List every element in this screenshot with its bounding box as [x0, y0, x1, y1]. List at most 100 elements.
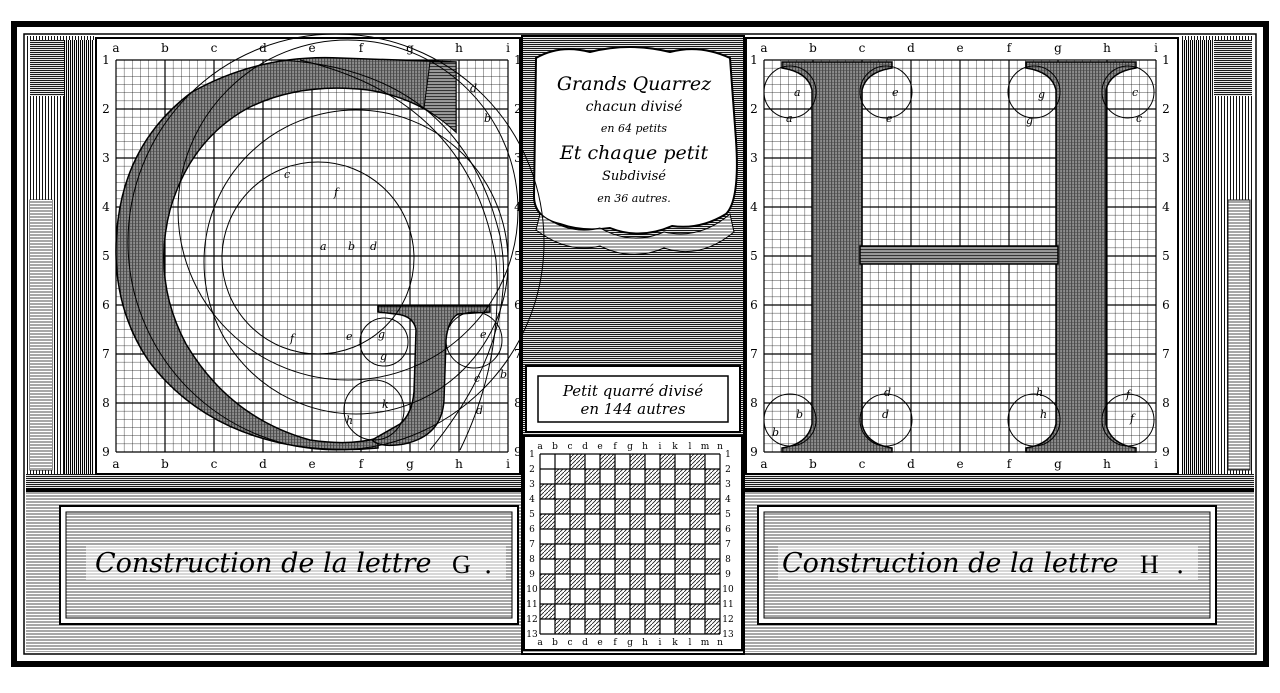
outer-frame: [11, 21, 1269, 667]
checker-cell: [555, 589, 570, 604]
caption-h-letter: H: [1140, 550, 1159, 579]
checker-cell: [615, 499, 630, 514]
construction-mark: a: [320, 240, 327, 253]
checker-cell: [585, 469, 600, 484]
cartouche-small-line-2: en 144 autres: [580, 400, 685, 418]
checker-cell: [690, 484, 705, 499]
cartouche-small-line-1: Petit quarré divisé: [562, 382, 703, 400]
panel-g-row-label-left: 3: [102, 151, 110, 165]
checker-cell: [630, 514, 645, 529]
small-col-label-bottom: l: [689, 638, 692, 648]
small-row-label-right: 1: [725, 450, 731, 460]
panel-g-row-label-right: 5: [514, 249, 522, 263]
construction-mark: d: [884, 386, 891, 399]
small-row-label-left: 6: [529, 525, 535, 535]
checker-cell: [660, 574, 675, 589]
checker-cell: [645, 559, 660, 574]
panel-h-col-label-top: h: [1103, 41, 1111, 55]
small-col-label-bottom: k: [672, 638, 678, 648]
checker-cell: [645, 589, 660, 604]
panel-h-col-label-top: f: [1007, 41, 1013, 55]
checker-cell: [660, 454, 675, 469]
panel-h-row-label-right: 4: [1162, 200, 1170, 214]
cartouche-small: Petit quarré divisé en 144 autres: [525, 365, 741, 433]
panel-h-col-label-top: d: [907, 41, 915, 55]
panel-g-row-label-left: 7: [102, 347, 110, 361]
panel-g-row-label-left: 4: [102, 200, 110, 214]
small-row-label-left: 12: [526, 615, 537, 625]
panel-g-col-label-top: a: [112, 41, 119, 55]
panel-h-col-label-bottom: a: [760, 457, 767, 471]
checker-cell: [600, 454, 615, 469]
checker-cell: [645, 499, 660, 514]
construction-mark: c: [1132, 86, 1138, 99]
small-row-label-right: 4: [725, 495, 731, 505]
small-col-label-bottom: f: [613, 638, 617, 648]
small-row-label-left: 9: [529, 570, 535, 580]
panel-h-row-label-left: 3: [750, 151, 758, 165]
caption-h-period: .: [1176, 550, 1184, 580]
panel-g-row-label-right: 7: [514, 347, 522, 361]
panel-h-col-label-bottom: f: [1007, 457, 1013, 471]
panel-h-col-label-bottom: c: [859, 457, 866, 471]
panel-h-col-label-top: i: [1154, 41, 1158, 55]
panel-g-col-label-top: g: [406, 41, 414, 55]
panel-h-col-label-top: b: [809, 41, 817, 55]
small-row-label-right: 6: [725, 525, 731, 535]
construction-mark: c: [284, 168, 290, 181]
panel-g-row-label-right: 2: [514, 102, 522, 116]
small-row-label-right: 2: [725, 465, 731, 475]
small-row-label-right: 10: [722, 585, 734, 595]
panel-g-col-label-bottom: f: [359, 457, 365, 471]
small-row-label-left: 5: [529, 510, 535, 520]
checker-cell: [645, 529, 660, 544]
checker-cell: [630, 454, 645, 469]
small-row-label-left: 2: [529, 465, 535, 475]
checker-cell: [570, 604, 585, 619]
caption-h-text: Construction de la lettre: [782, 548, 1119, 579]
small-col-label-bottom: h: [642, 638, 648, 648]
small-row-label-left: 3: [529, 480, 535, 490]
small-row-label-left: 8: [529, 555, 535, 565]
small-row-label-right: 11: [722, 600, 733, 610]
small-row-label-right: 13: [722, 630, 734, 640]
checker-cell: [675, 559, 690, 574]
small-col-label-top: i: [659, 442, 662, 452]
construction-mark: e: [346, 330, 353, 343]
small-col-label-top: m: [701, 442, 710, 452]
checker-cell: [570, 544, 585, 559]
small-col-label-bottom: m: [701, 638, 710, 648]
panel-g-col-label-top: f: [359, 41, 365, 55]
small-col-label-top: b: [552, 442, 558, 452]
panel-g-col-label-bottom: b: [161, 457, 169, 471]
checker-cell: [615, 559, 630, 574]
construction-mark: g: [378, 328, 385, 341]
checker-cell: [555, 559, 570, 574]
checker-cell: [645, 619, 660, 634]
checker-cell: [585, 619, 600, 634]
small-col-label-bottom: n: [717, 638, 723, 648]
panel-g-col-label-bottom: h: [455, 457, 463, 471]
checker-cell: [540, 574, 555, 589]
panel-h-col-label-top: c: [859, 41, 866, 55]
checker-cell: [675, 529, 690, 544]
construction-mark: f: [289, 332, 296, 345]
panel-g-row-label-left: 6: [102, 298, 110, 312]
small-col-label-bottom: i: [659, 638, 662, 648]
checker-cell: [705, 619, 720, 634]
construction-mark: d: [470, 82, 477, 95]
cartouche-line-2: chacun divisé: [586, 99, 683, 115]
checker-cell: [630, 604, 645, 619]
construction-mark: d: [882, 408, 889, 421]
small-row-label-right: 12: [722, 615, 733, 625]
checker-cell: [660, 514, 675, 529]
construction-mark: g: [1026, 114, 1033, 127]
small-col-label-top: h: [642, 442, 648, 452]
construction-mark: b: [796, 408, 803, 421]
panel-h-col-label-bottom: d: [907, 457, 915, 471]
checker-cell: [705, 469, 720, 484]
small-row-label-right: 8: [725, 555, 731, 565]
checker-cell: [600, 574, 615, 589]
checker-cell: [555, 529, 570, 544]
